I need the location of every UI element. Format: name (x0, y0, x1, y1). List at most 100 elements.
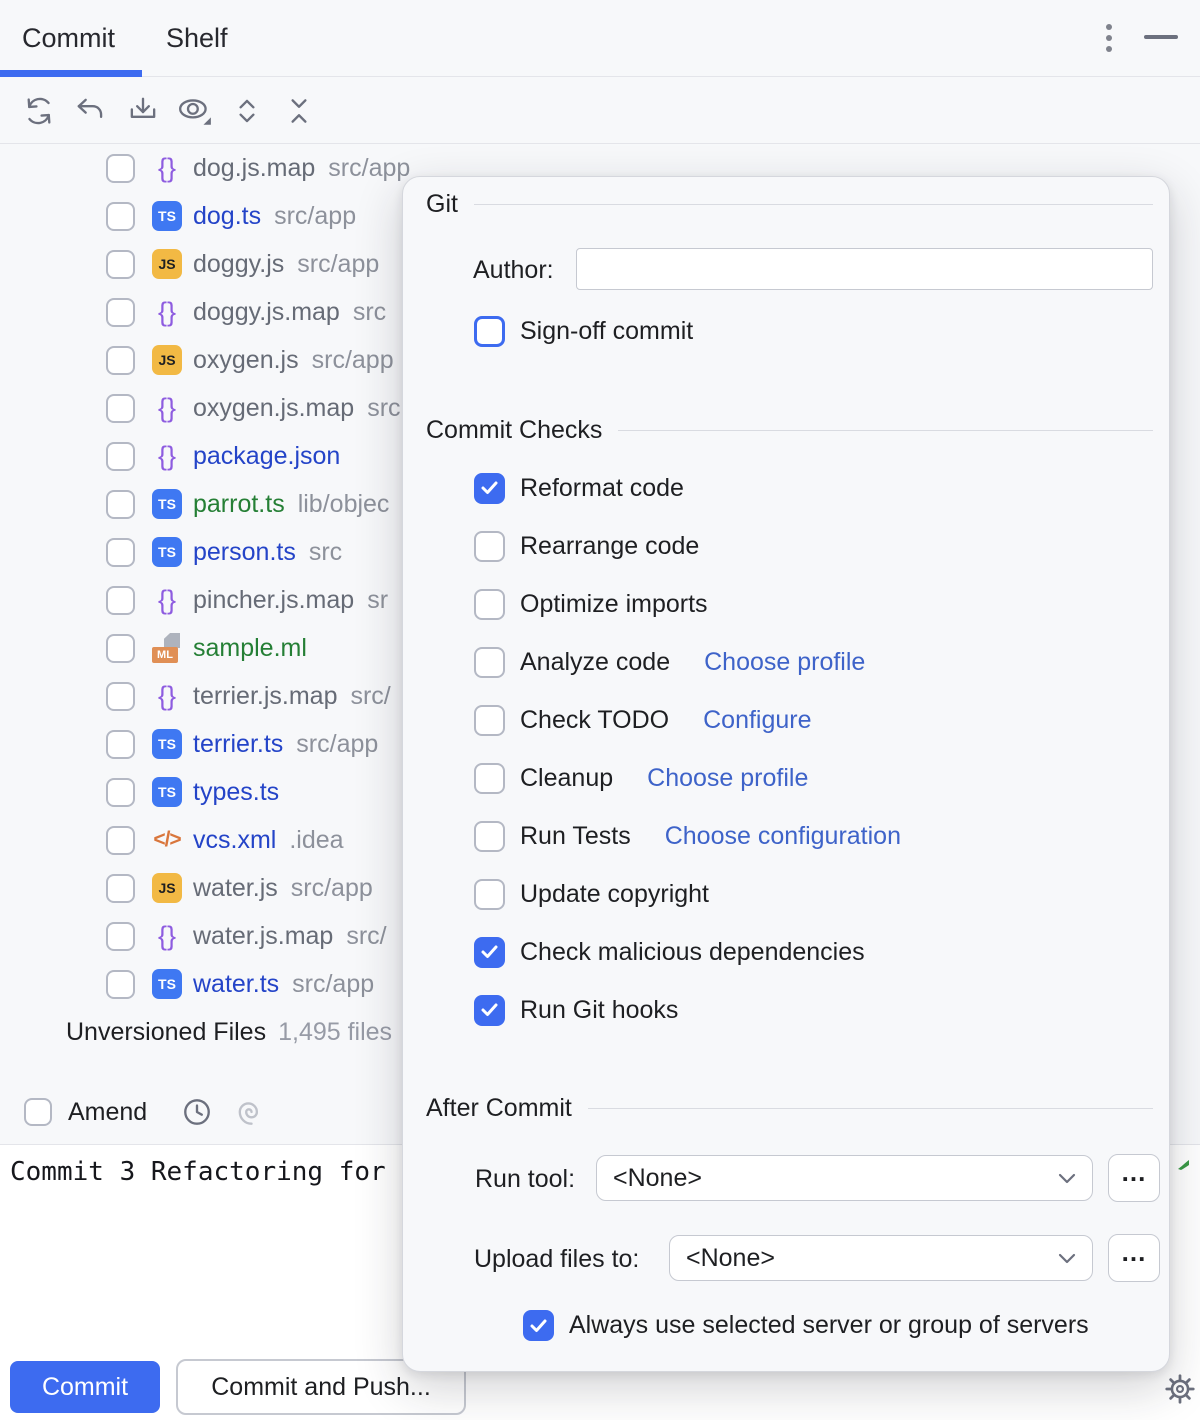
unversioned-files-count: 1,495 files (278, 1017, 393, 1046)
commit-check-checkbox[interactable] (474, 878, 505, 910)
file-path: src/app (290, 873, 373, 902)
rollback-icon[interactable] (72, 92, 110, 130)
amend-label: Amend (68, 1097, 148, 1126)
file-name: water.js.map (193, 921, 334, 950)
commit-check-link[interactable]: Choose profile (704, 647, 866, 676)
file-checkbox[interactable] (106, 537, 135, 567)
file-checkbox[interactable] (106, 201, 135, 231)
settings-gear-icon[interactable] (1162, 1371, 1198, 1407)
commit-check-checkbox[interactable] (474, 936, 505, 968)
signoff-commit-checkbox[interactable] (474, 316, 505, 347)
upload-files-dropdown[interactable]: <None> (669, 1235, 1093, 1281)
file-checkbox[interactable] (106, 249, 135, 279)
hide-panel-icon[interactable] (1144, 35, 1178, 39)
run-tool-dropdown[interactable]: <None> (596, 1155, 1093, 1201)
file-checkbox[interactable] (106, 153, 135, 183)
upload-files-label: Upload files to: (474, 1245, 640, 1273)
commit-checks-section-title: Commit Checks (426, 415, 603, 444)
file-checkbox[interactable] (106, 729, 135, 759)
file-checkbox[interactable] (106, 393, 135, 423)
json-file-icon: {} (157, 152, 177, 183)
file-checkbox[interactable] (106, 489, 135, 519)
file-checkbox[interactable] (106, 969, 135, 999)
chevron-down-icon (1058, 1173, 1076, 1183)
signoff-commit-row: Sign-off commit (474, 316, 693, 347)
file-checkbox[interactable] (106, 441, 135, 471)
file-checkbox[interactable] (106, 777, 135, 807)
inspection-status-mark (1178, 1160, 1189, 1170)
commit-check-checkbox[interactable] (474, 588, 505, 620)
expand-all-icon[interactable] (228, 92, 266, 130)
commit-check-link[interactable]: Configure (703, 705, 812, 734)
commit-and-push-button[interactable]: Commit and Push... (176, 1359, 466, 1415)
amend-checkbox[interactable] (24, 1098, 52, 1126)
commit-check-checkbox[interactable] (474, 820, 505, 852)
json-file-icon: {} (157, 296, 177, 327)
file-checkbox[interactable] (106, 633, 135, 663)
history-clock-icon[interactable] (181, 1096, 213, 1128)
tab-shelf[interactable]: Shelf (166, 23, 228, 53)
commit-check-checkbox[interactable] (474, 530, 505, 562)
file-checkbox[interactable] (106, 873, 135, 903)
ts-file-icon: TS (152, 777, 182, 807)
tab-commit[interactable]: Commit (22, 23, 115, 53)
file-path: .idea (289, 825, 344, 854)
commit-button[interactable]: Commit (10, 1361, 160, 1413)
refresh-icon[interactable] (20, 92, 58, 130)
commit-check-checkbox[interactable] (474, 472, 505, 504)
collapse-all-icon[interactable] (280, 92, 318, 130)
file-name: sample.ml (193, 633, 307, 662)
commit-message-editor[interactable]: Commit 3 Refactoring for m (10, 1157, 417, 1187)
shelve-icon[interactable] (124, 92, 162, 130)
file-row[interactable]: </>vcs.xml.idea (0, 816, 1200, 864)
commit-check-label: Optimize imports (520, 589, 708, 618)
more-options-kebab-icon[interactable] (1096, 18, 1122, 60)
file-checkbox[interactable] (106, 921, 135, 951)
commit-check-label: Analyze code (520, 647, 671, 676)
file-checkbox[interactable] (106, 297, 135, 327)
file-row[interactable]: {}package.json (0, 432, 1200, 480)
commit-check-link[interactable]: Choose configuration (664, 821, 901, 850)
run-tool-label: Run tool: (475, 1165, 576, 1193)
file-checkbox[interactable] (106, 345, 135, 375)
upload-files-browse-button[interactable]: ... (1108, 1234, 1160, 1282)
commit-check-checkbox[interactable] (474, 704, 505, 736)
file-checkbox[interactable] (106, 681, 135, 711)
file-name: person.ts (193, 537, 296, 566)
after-commit-section-title: After Commit (426, 1093, 572, 1122)
commit-options-popup: Git Author: Sign-off commit Commit Check… (402, 176, 1170, 1372)
commit-check-checkbox[interactable] (474, 994, 505, 1026)
file-checkbox[interactable] (106, 585, 135, 615)
section-divider (473, 203, 1153, 205)
author-input[interactable] (576, 248, 1153, 290)
js-file-icon: JS (152, 345, 182, 375)
unversioned-files-row[interactable]: Unversioned Files 1,495 files (66, 1008, 392, 1056)
file-name: doggy.js (193, 249, 285, 278)
commit-check-link[interactable]: Choose profile (647, 763, 809, 792)
file-name: doggy.js.map (193, 297, 340, 326)
ts-file-icon: TS (152, 537, 182, 567)
commit-message-spiral-icon[interactable] (235, 1096, 267, 1128)
commit-check-checkbox[interactable] (474, 762, 505, 794)
preview-diff-eye-icon[interactable] (176, 92, 214, 130)
run-tool-browse-button[interactable]: ... (1108, 1154, 1160, 1202)
file-checkbox[interactable] (106, 825, 135, 855)
always-use-server-checkbox[interactable] (523, 1310, 554, 1341)
commit-check-checkbox[interactable] (474, 646, 505, 678)
